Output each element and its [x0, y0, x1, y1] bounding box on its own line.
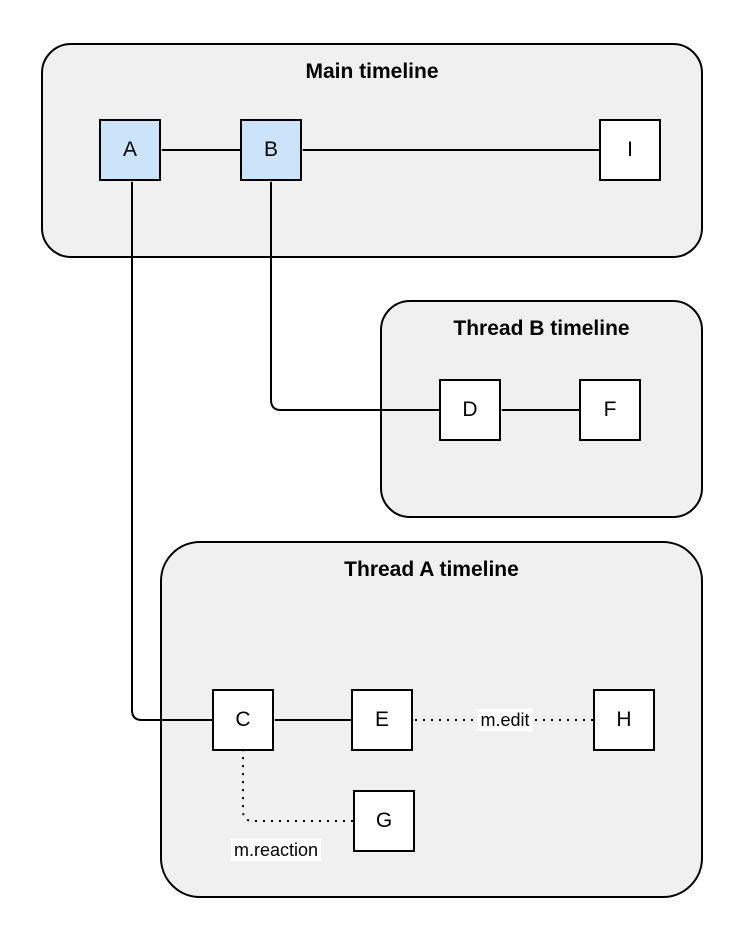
edge-d-to-b	[265, 169, 439, 411]
node-i: I	[599, 119, 661, 181]
node-h-label: H	[616, 708, 632, 731]
node-b-label: B	[263, 138, 278, 161]
node-f: F	[579, 379, 641, 441]
node-a-label: A	[122, 138, 137, 161]
node-i-label: I	[627, 138, 633, 161]
node-c-label: C	[235, 708, 251, 731]
node-h: H	[593, 689, 655, 751]
edge-c-to-a	[126, 169, 212, 721]
node-a: A	[99, 119, 161, 181]
edge-label-m-edit: m.edit	[477, 709, 533, 731]
node-c: C	[212, 689, 274, 751]
edge-label-m-reaction: m.reaction	[230, 839, 322, 861]
node-g-label: G	[375, 809, 393, 832]
edge-g-to-c-dotted	[237, 739, 353, 822]
node-d-label: D	[462, 398, 478, 421]
container-title-main-timeline: Main timeline	[305, 60, 439, 83]
container-title-thread-b-timeline: Thread B timeline	[453, 317, 630, 340]
node-g: G	[353, 790, 415, 852]
container-title-thread-a-timeline: Thread A timeline	[344, 558, 519, 581]
node-b: B	[240, 119, 302, 181]
node-d: D	[439, 379, 501, 441]
node-e-label: E	[374, 708, 389, 731]
node-f-label: F	[603, 398, 617, 421]
node-e: E	[351, 689, 413, 751]
